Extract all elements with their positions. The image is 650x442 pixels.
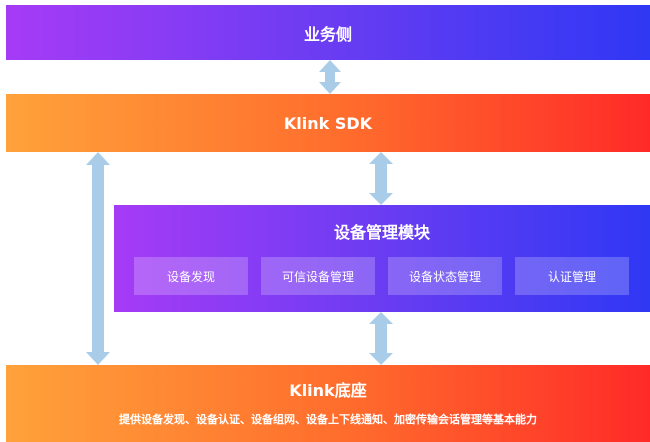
- device-status-management-label: 设备状态管理: [408, 269, 481, 284]
- klink-base-title: Klink底座: [289, 381, 367, 400]
- klink-base-description: 提供设备发现、设备认证、设备组网、设备上下线通知、加密传输会话管理等基本能力: [119, 413, 537, 426]
- device-management-module-title: 设备管理模块: [333, 223, 430, 242]
- authentication-management-label: 认证管理: [547, 269, 596, 284]
- trusted-device-management-box: 可信设备管理: [261, 257, 375, 295]
- device-discovery-label: 设备发现: [166, 269, 215, 284]
- device-discovery-box: 设备发现: [134, 257, 248, 295]
- double-arrow-sdk-base: [86, 152, 110, 365]
- authentication-management-box: 认证管理: [515, 257, 629, 295]
- double-arrow-sdk-module: [369, 152, 393, 205]
- device-management-module: 设备管理模块 设备发现 可信设备管理 设备状态管理 认证管理: [114, 205, 650, 312]
- double-arrow-business-sdk: [319, 60, 341, 94]
- device-status-management-box: 设备状态管理: [388, 257, 502, 295]
- klink-sdk-layer: Klink SDK: [6, 94, 650, 152]
- business-side-label: 业务侧: [303, 24, 352, 44]
- trusted-device-management-label: 可信设备管理: [281, 269, 354, 284]
- klink-sdk-label: Klink SDK: [283, 113, 373, 133]
- klink-base-layer: Klink底座 提供设备发现、设备认证、设备组网、设备上下线通知、加密传输会话管…: [6, 365, 650, 442]
- business-side-layer: 业务侧: [6, 5, 650, 60]
- double-arrow-module-base: [369, 312, 393, 365]
